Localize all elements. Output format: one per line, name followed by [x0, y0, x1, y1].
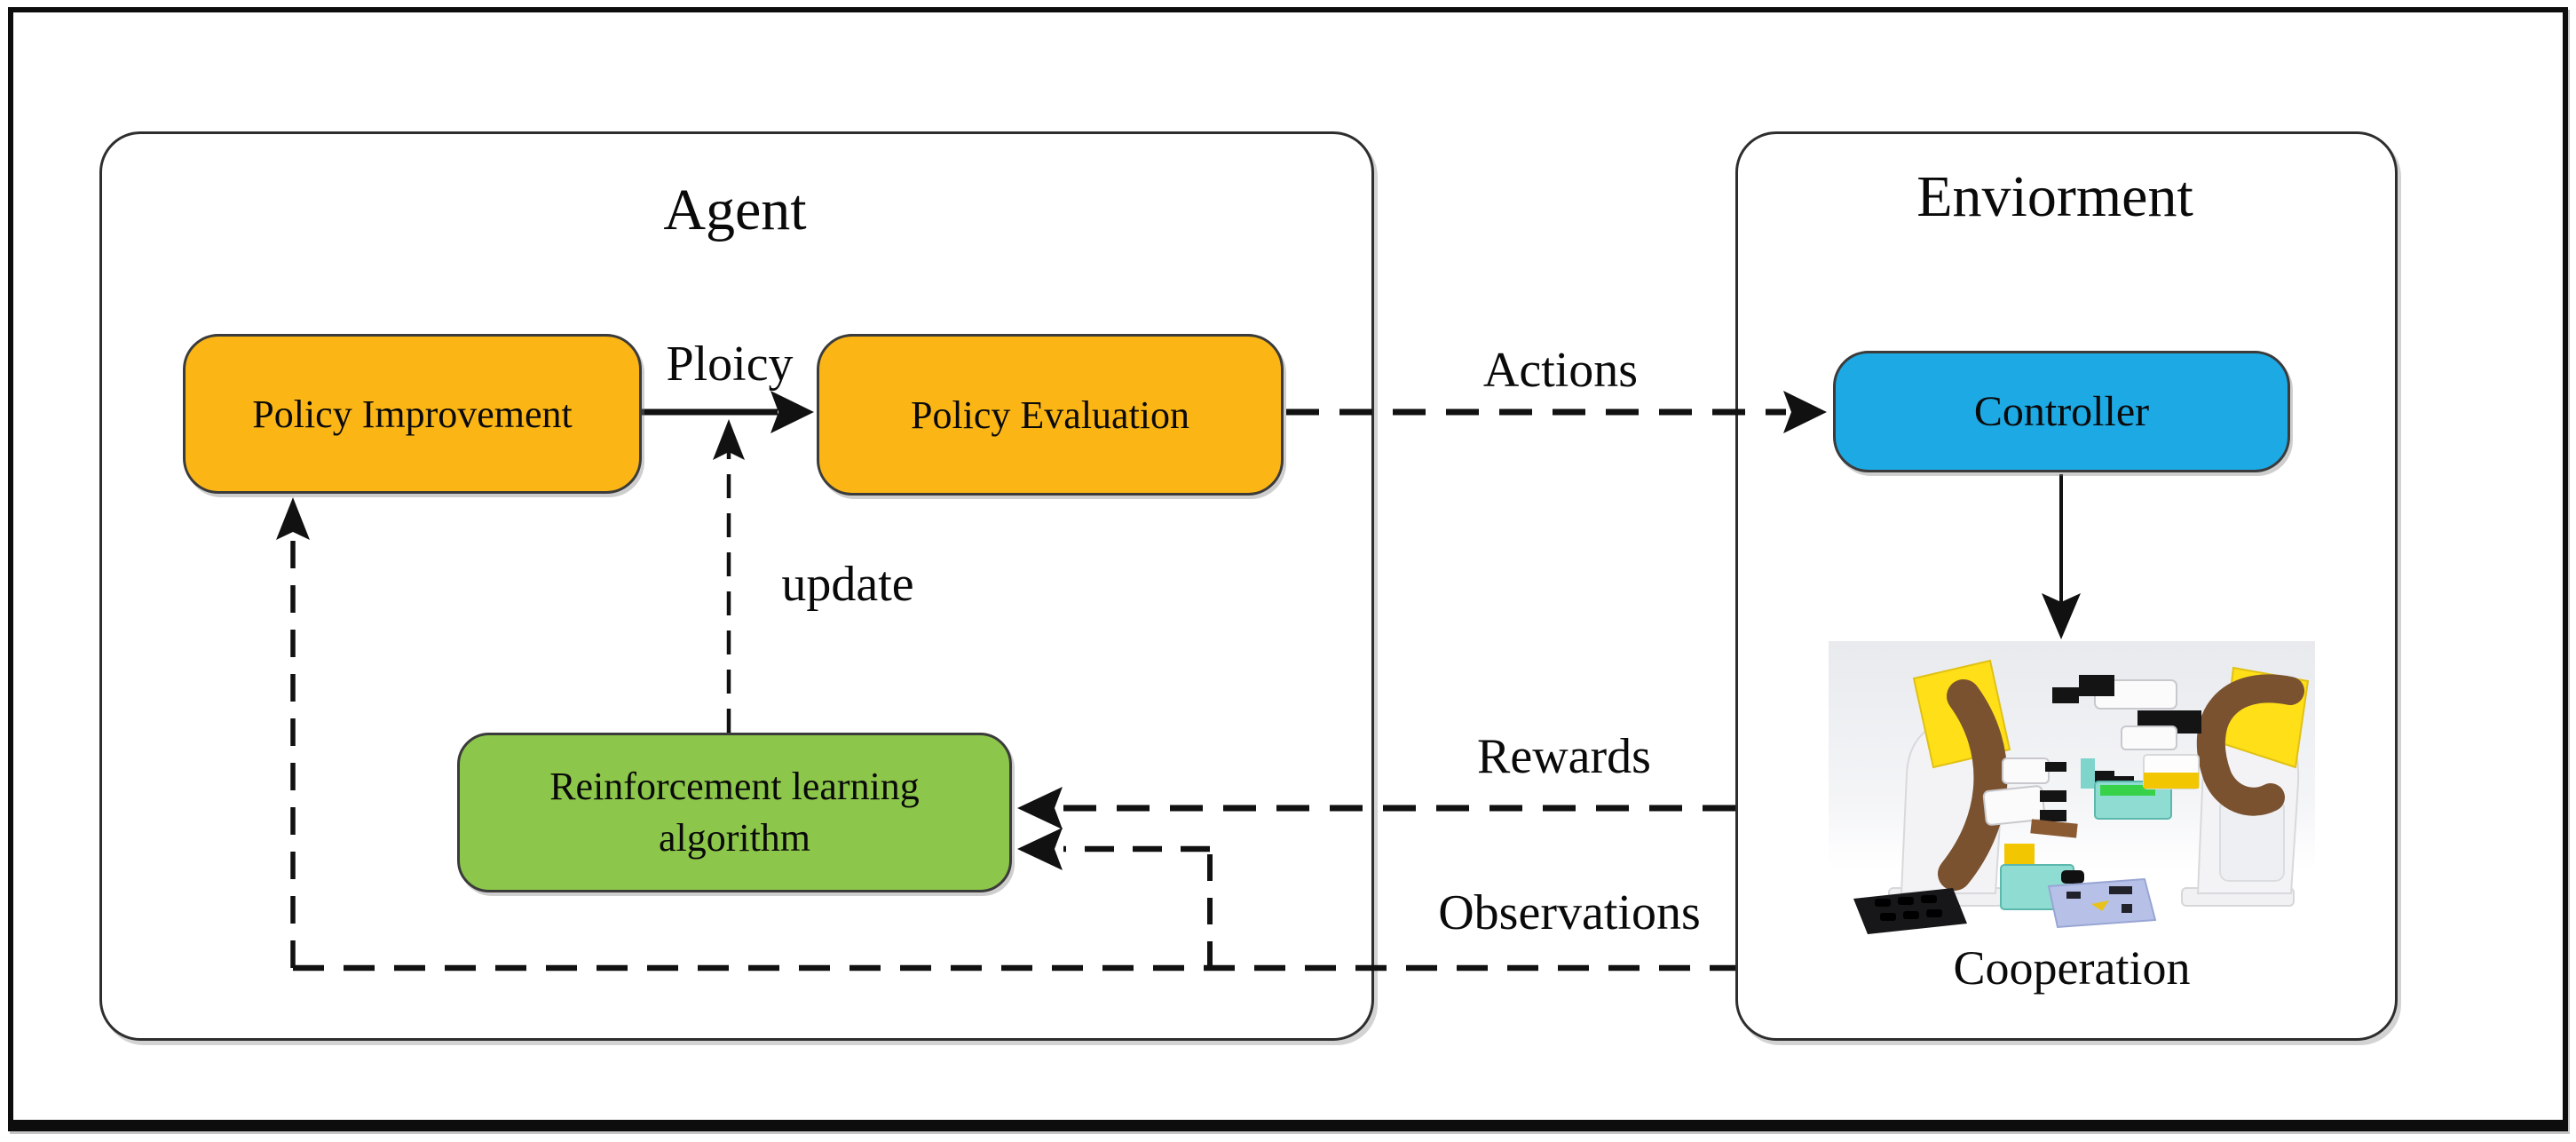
right-robot-arm	[2052, 666, 2310, 907]
update-edge-label: update	[781, 557, 914, 612]
rewards-edge-label: Rewards	[1477, 729, 1651, 784]
observations-edge-label: Observations	[1438, 885, 1701, 940]
blue-parts-tray	[2047, 877, 2157, 929]
agent-panel	[99, 131, 1374, 1041]
cooperation-robots-image	[1829, 641, 2315, 934]
rl-algorithm-label-line2: algorithm	[658, 816, 811, 860]
figure-border	[8, 7, 2568, 1131]
agent-panel-title: Agent	[663, 178, 807, 242]
policy-evaluation-box: Policy Evaluation	[817, 334, 1284, 496]
controller-label: Controller	[1973, 388, 2150, 435]
actions-edge-label: Actions	[1482, 343, 1639, 398]
policy-edge-label: Ploicy	[666, 337, 794, 392]
cooperation-caption: Cooperation	[1953, 941, 2191, 995]
rl-algorithm-label-line1: Reinforcement learning	[549, 764, 920, 808]
rl-algorithm-box: Reinforcement learning algorithm	[457, 733, 1012, 892]
black-plate	[1853, 888, 1967, 934]
environment-panel-title: Enviorment	[1916, 164, 2193, 229]
policy-evaluation-label: Policy Evaluation	[910, 393, 1190, 437]
controller-box: Controller	[1833, 351, 2290, 472]
policy-improvement-box: Policy Improvement	[183, 334, 642, 494]
policy-improvement-label: Policy Improvement	[252, 392, 573, 436]
